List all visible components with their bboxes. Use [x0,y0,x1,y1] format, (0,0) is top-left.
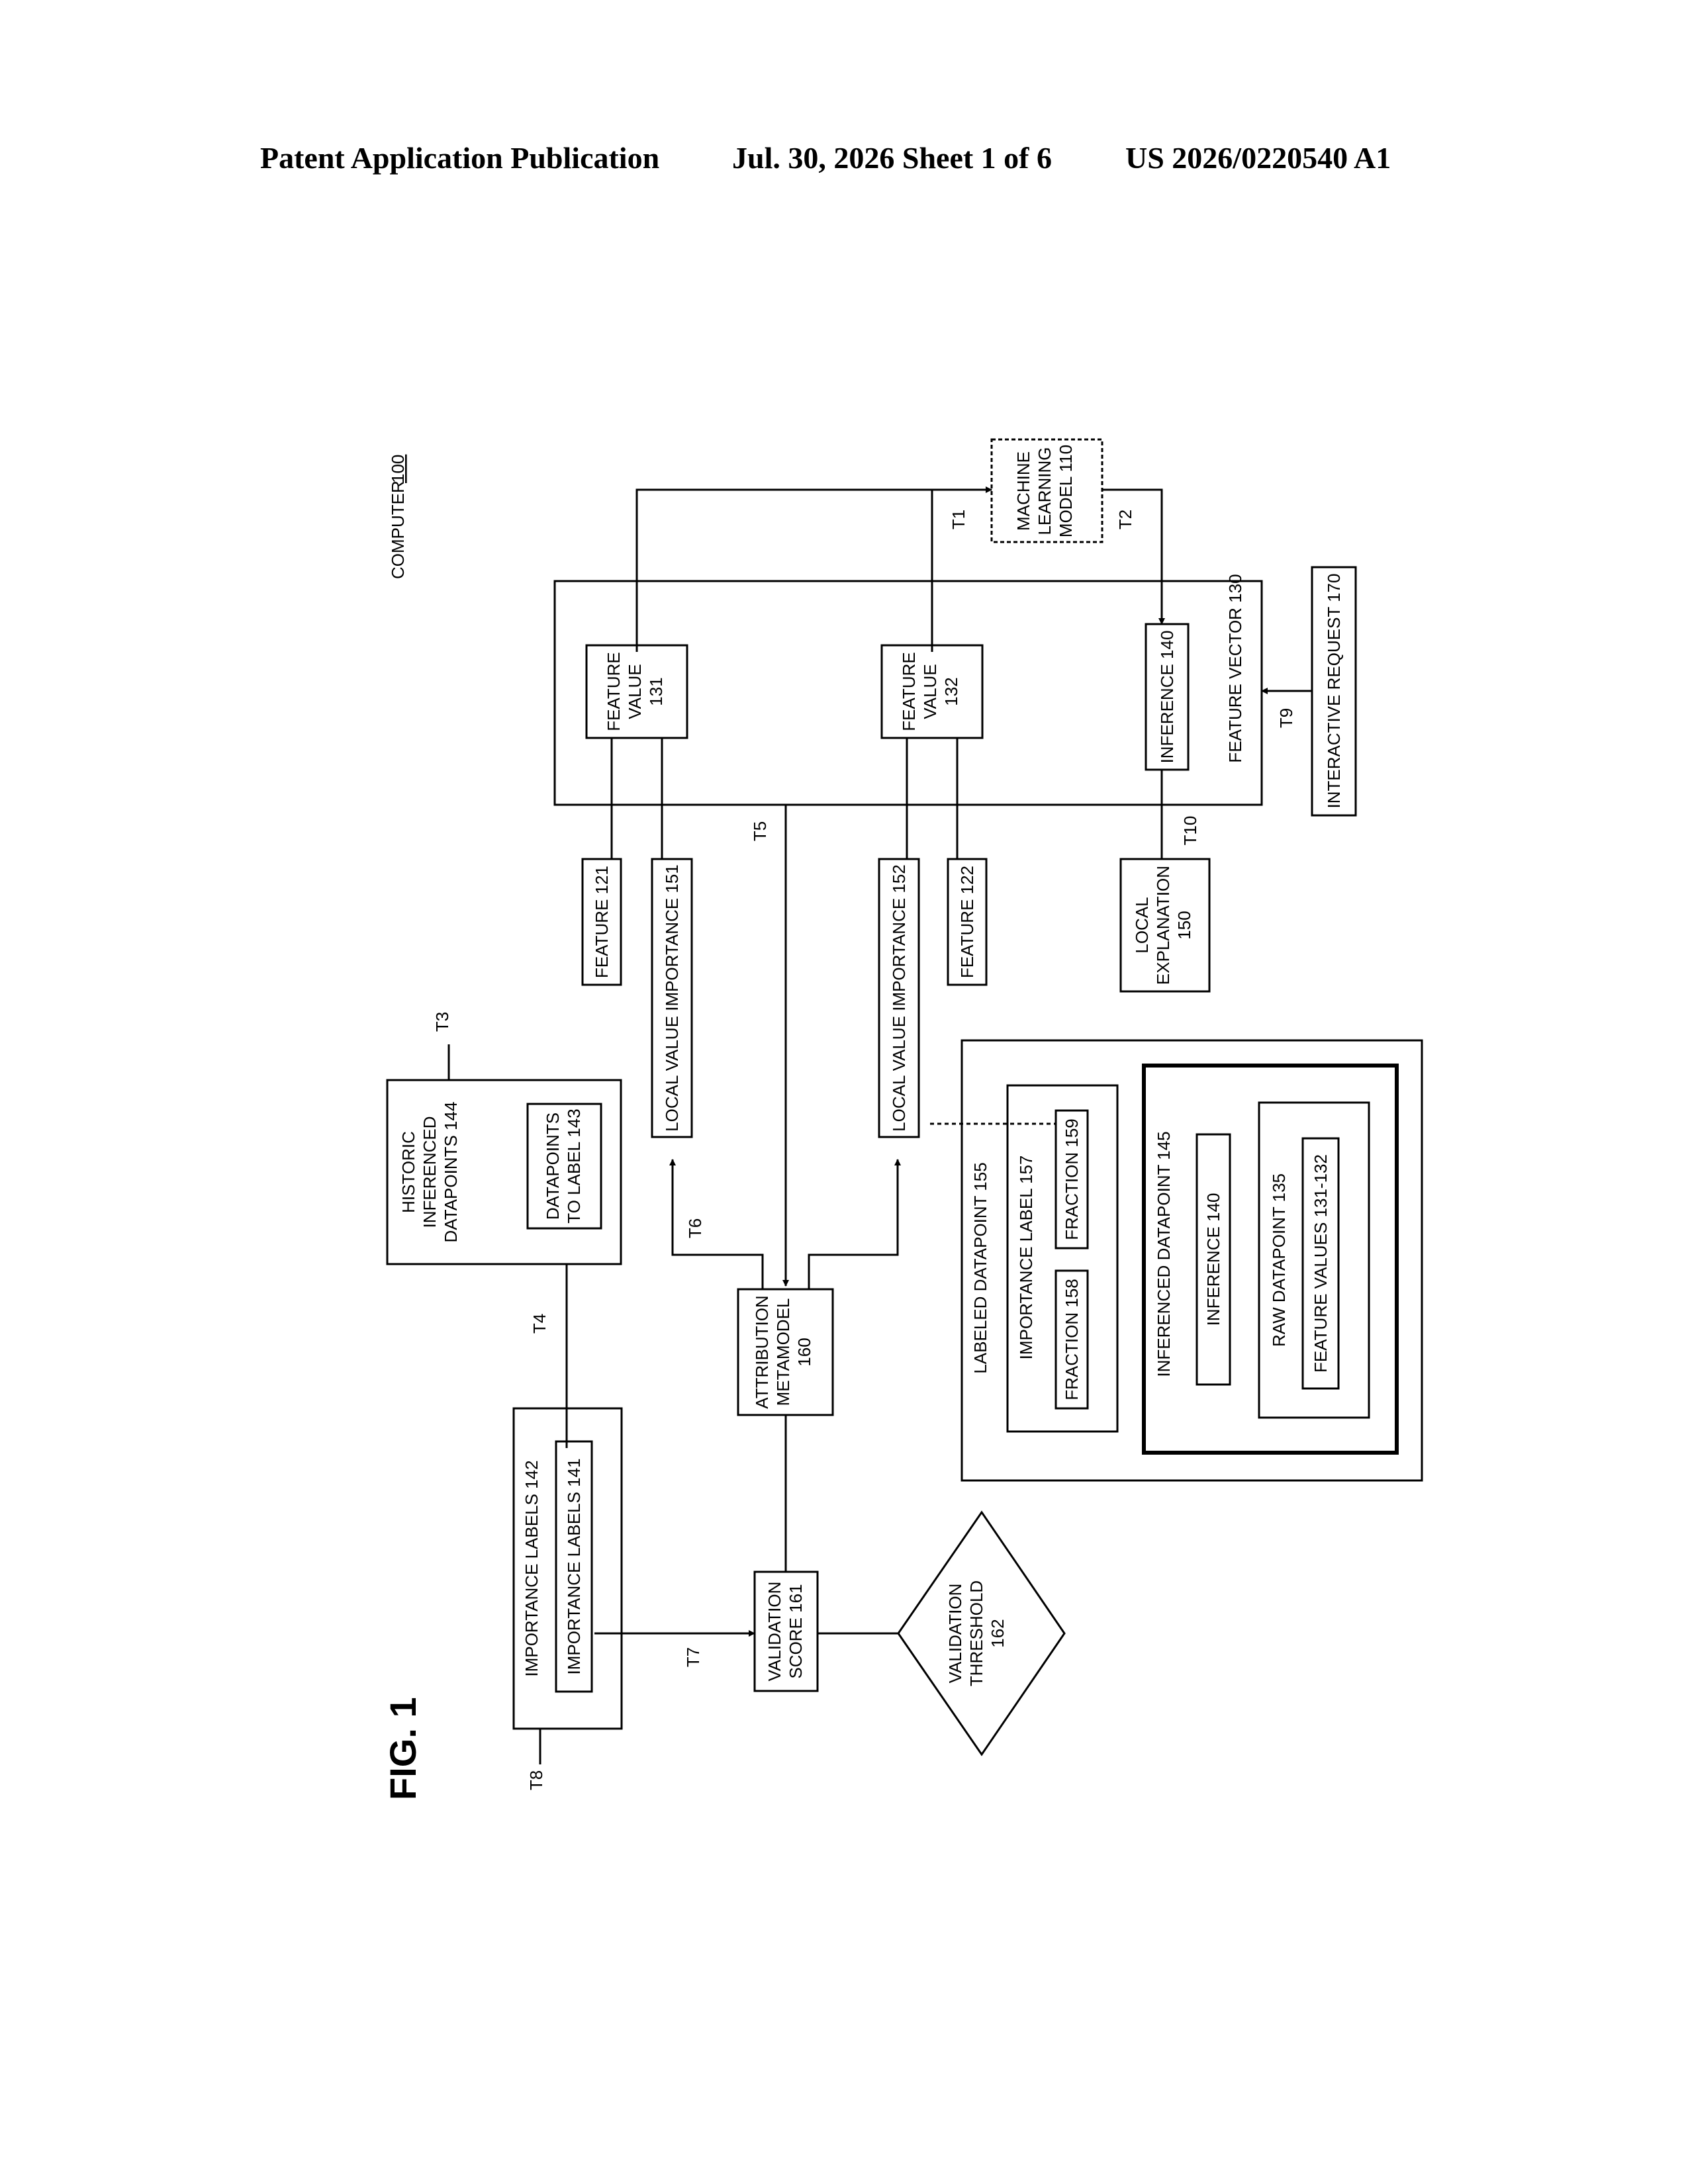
figure-title: FIG. 1 [382,1697,424,1800]
ml-model-line-2: LEARNING [1035,447,1055,535]
raw-datapoint-label: RAW DATAPOINT 135 [1269,1173,1289,1347]
historic-line-3: DATAPOINTS 144 [441,1102,461,1243]
local-explanation-line-1: LOCAL [1132,897,1152,953]
importance-label-157-label: IMPORTANCE LABEL 157 [1016,1156,1036,1360]
step-label-t10: T10 [1180,816,1200,846]
step-label-t7: T7 [683,1647,703,1667]
feature-value-132-line-2: VALUE [920,664,940,719]
interactive-request-label: INTERACTIVE REQUEST 170 [1324,574,1344,809]
validation-score-line-1: VALIDATION [765,1582,784,1682]
importance-labels-142-label: IMPORTANCE LABELS 142 [522,1460,541,1676]
labeled-datapoint-label: LABELED DATAPOINT 155 [970,1162,990,1373]
validation-score-line-2: SCORE 161 [786,1584,806,1678]
attribution-line-1: ATTRIBUTION [752,1295,772,1408]
feature-value-132-line-1: FEATURE [899,652,919,731]
attribution-line-3: 160 [794,1338,814,1366]
feature-value-131-line-2: VALUE [625,664,645,719]
local-explanation-line-2: EXPLANATION [1153,866,1173,985]
step-label-t6: T6 [685,1218,705,1238]
feature-121-label: FEATURE 121 [592,866,612,978]
datapoints-to-label-line-2: TO LABEL 143 [564,1109,584,1223]
connector-t6-right [809,1160,898,1289]
local-explanation-line-3: 150 [1174,911,1194,939]
ml-model-line-3: MODEL 110 [1056,445,1076,537]
feature-vector-label: FEATURE VECTOR 130 [1225,574,1245,762]
connector-t1-a [637,490,992,652]
inference-140-inner-label: INFERENCE 140 [1203,1193,1223,1326]
step-label-t4: T4 [530,1314,549,1334]
validation-threshold-line-2: THRESHOLD [966,1580,986,1686]
step-label-t5: T5 [750,821,770,841]
computer-label: COMPUTER [388,480,408,579]
step-label-t2: T2 [1115,510,1135,529]
lvi-152-label: LOCAL VALUE IMPORTANCE 152 [889,864,909,1132]
inferenced-datapoint-label: INFERENCED DATAPOINT 145 [1154,1131,1174,1377]
inference-140-label: INFERENCE 140 [1157,631,1177,764]
step-label-t1: T1 [949,510,968,529]
feature-value-132-line-3: 132 [941,677,961,705]
feature-values-label: FEATURE VALUES 131-132 [1311,1154,1331,1373]
validation-threshold-line-1: VALIDATION [945,1584,965,1684]
attribution-line-2: METAMODEL [773,1298,793,1406]
importance-labels-141-label: IMPORTANCE LABELS 141 [564,1458,584,1674]
historic-line-1: HISTORIC [399,1131,418,1213]
validation-threshold-line-3: 162 [988,1619,1008,1647]
historic-line-2: INFERENCED [420,1116,440,1228]
step-label-t8: T8 [526,1770,546,1790]
datapoints-to-label-line-1: DATAPOINTS [543,1113,563,1220]
computer-number: 100 [388,455,408,483]
ml-model-line-1: MACHINE [1013,451,1033,531]
step-label-t9: T9 [1276,708,1296,728]
feature-122-label: FEATURE 122 [957,866,977,978]
feature-value-131-line-3: 131 [646,677,666,705]
feature-value-131-line-1: FEATURE [604,652,624,731]
lvi-151-label: LOCAL VALUE IMPORTANCE 151 [662,864,682,1132]
step-label-t3: T3 [432,1012,452,1032]
fraction-159-label: FRACTION 159 [1062,1118,1082,1240]
fraction-158-label: FRACTION 158 [1062,1279,1082,1400]
